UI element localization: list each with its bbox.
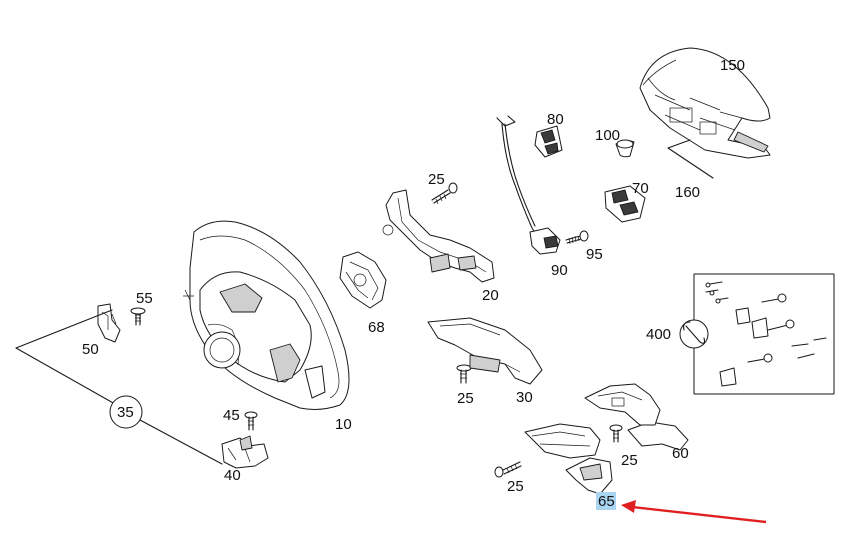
- label-100[interactable]: 100: [595, 127, 620, 144]
- part-paddle-65[interactable]: [524, 423, 613, 495]
- label-45[interactable]: 45: [223, 407, 240, 424]
- label-160[interactable]: 160: [675, 184, 700, 201]
- label-80[interactable]: 80: [547, 111, 564, 128]
- part-trim-50[interactable]: [97, 303, 121, 343]
- part-screw-25-bottom[interactable]: [494, 461, 522, 478]
- part-screw-95[interactable]: [565, 230, 589, 245]
- part-trim-40[interactable]: [221, 435, 269, 469]
- label-95[interactable]: 95: [586, 246, 603, 263]
- label-25-mid[interactable]: 25: [457, 390, 474, 407]
- part-switch-80[interactable]: [534, 125, 563, 158]
- part-airbag-150[interactable]: [639, 47, 771, 159]
- label-65-highlight: [596, 492, 616, 510]
- label-400[interactable]: 400: [646, 326, 671, 343]
- label-68[interactable]: 68: [368, 319, 385, 336]
- wrench-icon: [679, 319, 709, 349]
- label-40[interactable]: 40: [224, 467, 241, 484]
- label-65[interactable]: 65: [598, 493, 615, 510]
- label-70[interactable]: 70: [632, 180, 649, 197]
- part-screw-55[interactable]: [130, 307, 146, 326]
- part-carrier-20[interactable]: [382, 189, 495, 283]
- part-screw-25-mid[interactable]: [456, 364, 472, 384]
- label-35[interactable]: 35: [117, 404, 134, 421]
- label-55[interactable]: 55: [136, 290, 153, 307]
- label-50[interactable]: 50: [82, 341, 99, 358]
- part-screw-45[interactable]: [244, 411, 258, 431]
- label-25-right[interactable]: 25: [621, 452, 638, 469]
- part-screw-25-top[interactable]: [431, 182, 458, 205]
- label-20[interactable]: 20: [482, 287, 499, 304]
- part-kit-400[interactable]: [679, 273, 835, 395]
- part-screw-25-right[interactable]: [609, 424, 623, 443]
- pointer-arrow: [621, 500, 767, 524]
- callout-35-lines: [15, 309, 223, 465]
- label-25-top[interactable]: 25: [428, 171, 445, 188]
- label-150[interactable]: 150: [720, 57, 745, 74]
- part-module-68[interactable]: [339, 251, 387, 309]
- part-cap-100[interactable]: [615, 139, 635, 158]
- part-switch-70[interactable]: [604, 185, 646, 223]
- label-25-bottom[interactable]: 25: [507, 478, 524, 495]
- label-10[interactable]: 10: [335, 416, 352, 433]
- label-60[interactable]: 60: [672, 445, 689, 462]
- part-cover-60[interactable]: [584, 383, 689, 451]
- part-steering-wheel-10[interactable]: [183, 220, 350, 410]
- label-30[interactable]: 30: [516, 389, 533, 406]
- bracket-160: [667, 139, 714, 179]
- part-cover-30[interactable]: [427, 317, 543, 385]
- part-harness-90[interactable]: [496, 115, 561, 255]
- label-90[interactable]: 90: [551, 262, 568, 279]
